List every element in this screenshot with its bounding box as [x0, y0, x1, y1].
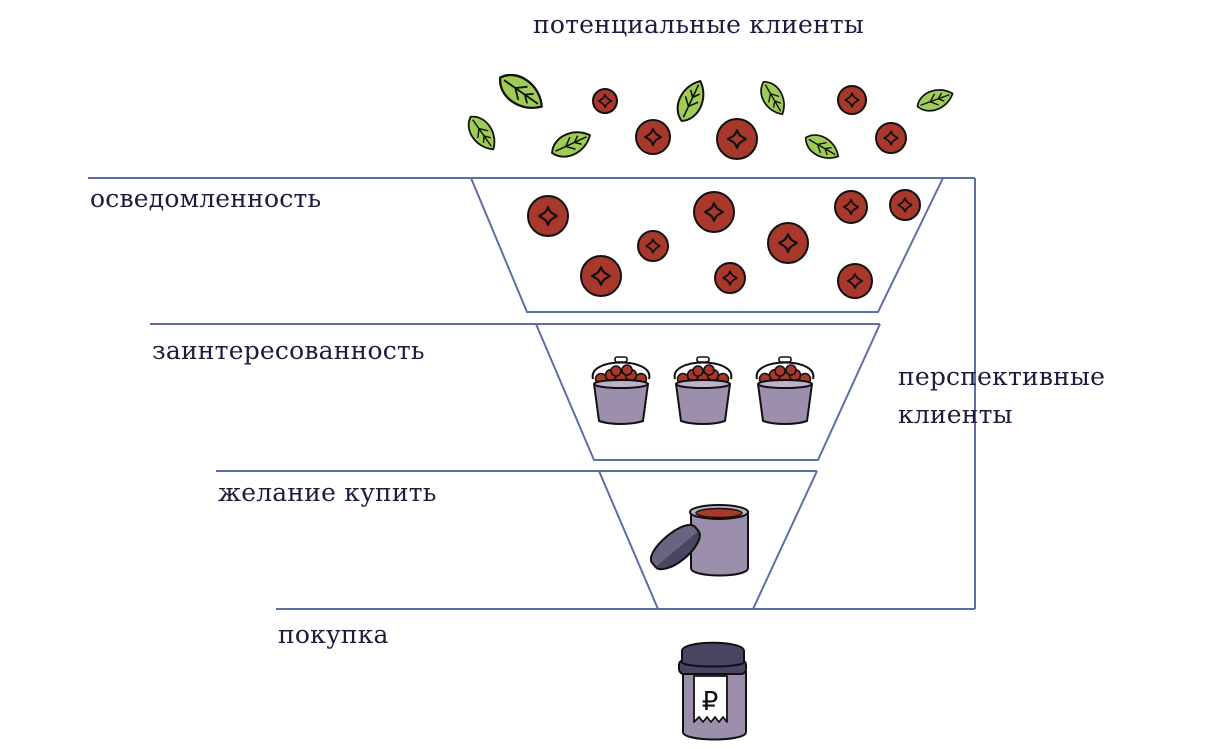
berry-icon	[635, 119, 671, 155]
berry-icon	[716, 118, 758, 160]
leaf-icon	[754, 76, 792, 120]
berry-icon	[837, 263, 873, 299]
open-jar-icon	[649, 504, 749, 577]
prospective-clients-label: перспективные клиенты	[898, 358, 1105, 434]
berry-icon	[714, 262, 746, 294]
berry-icon	[592, 88, 618, 114]
berry-icon	[693, 191, 735, 233]
leaf-icon	[546, 124, 596, 164]
berry-icon	[637, 230, 669, 262]
prospective-clients-line1: перспективные	[898, 362, 1106, 391]
leaf-icon	[670, 75, 712, 127]
berry-icon	[834, 190, 868, 224]
berry-icon	[837, 85, 867, 115]
berry-bucket-icon	[755, 356, 815, 425]
funnel-section-awareness	[470, 177, 944, 313]
receipt-icon	[693, 675, 728, 723]
funnel-section-desire	[598, 470, 818, 610]
purchase-label: покупка	[278, 620, 389, 649]
leaf-icon	[913, 83, 957, 117]
closed-jar-icon: ₽	[678, 641, 747, 741]
funnel-section-interest	[535, 323, 881, 461]
leaf-icon	[491, 65, 551, 119]
awareness-label: осведомленность	[90, 184, 322, 213]
berry-bucket-icon	[591, 356, 651, 425]
berry-bucket-icon	[673, 356, 733, 425]
potential-clients-label: потенциальные клиенты	[533, 10, 864, 39]
leaf-icon	[461, 110, 503, 156]
awareness-items	[527, 189, 921, 299]
berry-icon	[580, 255, 622, 297]
desire-label: желание купить	[218, 478, 437, 507]
berry-icon	[889, 189, 921, 221]
berry-icon	[875, 122, 907, 154]
interest-label: заинтересованность	[152, 336, 425, 365]
ruble-symbol: ₽	[702, 687, 719, 717]
prospective-clients-line2: клиенты	[898, 400, 1013, 429]
interest-items	[591, 356, 815, 425]
leaf-icon	[800, 128, 844, 166]
berry-icon	[527, 195, 569, 237]
potential-clients-items	[461, 65, 957, 166]
berry-icon	[767, 222, 809, 264]
funnel-lines	[88, 177, 976, 610]
